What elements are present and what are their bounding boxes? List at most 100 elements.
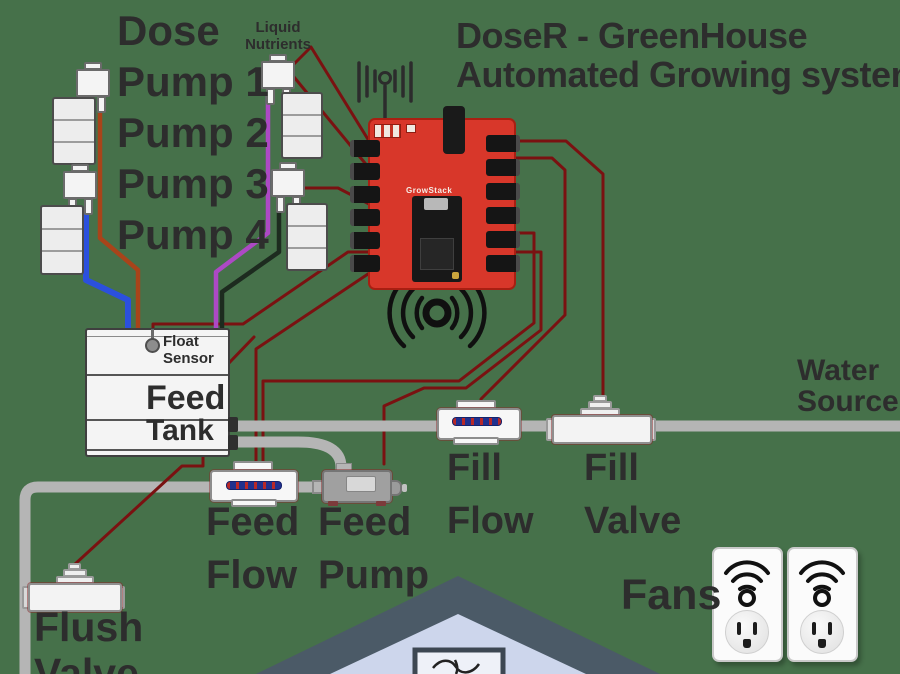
pump1-body xyxy=(52,97,96,165)
smart-plug-fan-1 xyxy=(712,547,783,662)
label-valve: Valve xyxy=(584,500,682,542)
barrel-jack-left xyxy=(350,186,380,203)
label-pump3: Pump 3 xyxy=(117,160,269,207)
barrel-jack-right xyxy=(486,159,520,176)
label-nutrients: Nutrients xyxy=(245,36,311,53)
tank-outlet-port xyxy=(228,435,238,450)
tube-blue xyxy=(83,212,131,336)
outlet-ground-hole xyxy=(743,639,751,648)
wire-float-sensor xyxy=(151,250,370,335)
label-flow: Flow xyxy=(206,553,298,597)
label-water: Water xyxy=(797,354,880,387)
label-valve: Valve xyxy=(34,650,139,674)
label-fans: Fans xyxy=(621,571,722,619)
outlet-slot xyxy=(812,622,816,635)
label-fill: Fill xyxy=(584,447,639,489)
pump1-leg xyxy=(97,96,106,113)
label-feed: Feed xyxy=(146,379,226,417)
tank-rim-line xyxy=(87,336,228,337)
outlet-slot xyxy=(753,622,757,635)
label-fill: Fill xyxy=(447,447,502,489)
tube-purple xyxy=(213,96,271,331)
feed-pump-tip xyxy=(402,484,407,492)
label-tank: Tank xyxy=(146,414,214,447)
title-line2: Automated Growing system xyxy=(456,54,900,95)
antenna-icon xyxy=(357,61,413,122)
barrel-jack-left xyxy=(350,232,380,249)
label-sensor: Sensor xyxy=(163,350,214,367)
tank-divider xyxy=(87,449,228,451)
label-liquid: Liquid xyxy=(255,19,301,36)
tube-orange xyxy=(97,102,141,336)
label-pump2: Pump 2 xyxy=(117,109,269,156)
micro-usb-port xyxy=(424,198,448,210)
pump2-body xyxy=(40,205,84,275)
outlet-slot xyxy=(737,622,741,635)
fill-flow-sensor-stripe xyxy=(452,417,502,426)
flush-valve xyxy=(28,583,122,612)
greenhouse-roof xyxy=(256,576,660,674)
feed-pump-foot xyxy=(328,501,338,506)
barrel-jack-left xyxy=(350,255,380,272)
wire-fill-valve xyxy=(514,139,605,398)
label-dose: Dose xyxy=(117,7,220,54)
label-feed: Feed xyxy=(206,500,300,544)
antenna-pad xyxy=(452,272,459,279)
barrel-jack-right xyxy=(486,183,520,200)
outlet-slot xyxy=(828,622,832,635)
barrel-jack-right xyxy=(486,207,520,224)
label-pump4: Pump 4 xyxy=(117,211,269,258)
outlet-ground-hole xyxy=(818,639,826,648)
tube-black xyxy=(219,206,282,331)
pin-header xyxy=(406,124,416,133)
tank-divider xyxy=(87,419,228,421)
pump4-body xyxy=(286,203,328,271)
fill-flow-sensor-skirt xyxy=(453,437,499,445)
title-line1: DoseR - GreenHouse xyxy=(456,15,808,56)
label-source: Source xyxy=(797,385,899,418)
label-pump1: Pump 1 xyxy=(117,58,269,105)
pump4-connector xyxy=(271,169,305,197)
fill-valve xyxy=(552,415,652,444)
wifi-chip xyxy=(420,238,454,270)
wire-feed-pump xyxy=(382,250,543,466)
wifi-icon xyxy=(724,560,770,607)
power-jack xyxy=(443,106,465,154)
barrel-jack-right xyxy=(486,231,520,248)
pump1-connector xyxy=(76,69,110,97)
signal-wires xyxy=(151,45,605,466)
dosing-tubes xyxy=(83,96,282,336)
board-silkscreen-label: GrowStack xyxy=(406,186,453,195)
barrel-jack-right xyxy=(486,135,520,152)
float-sensor-ball xyxy=(145,338,160,353)
outlet-socket xyxy=(800,610,844,654)
pump2-leg xyxy=(84,198,93,215)
wifi-icon xyxy=(799,560,845,607)
pump3-leg xyxy=(266,88,275,105)
wire-nutrient-pump3-a xyxy=(292,45,371,143)
barrel-jack-left xyxy=(350,140,380,157)
pump3-connector xyxy=(261,61,295,89)
smart-plug-fan-2 xyxy=(787,547,858,662)
feed-pump-foot xyxy=(376,501,386,506)
feed-pump-device xyxy=(322,470,392,503)
wire-feed-flow-b xyxy=(261,231,536,466)
label-flush: Flush xyxy=(34,604,144,650)
feed-flow-sensor-skirt xyxy=(231,499,277,507)
barrel-jack-right xyxy=(486,255,520,272)
feed-pump-window xyxy=(346,476,376,492)
float-sensor-stem xyxy=(151,329,154,340)
label-pump: Pump xyxy=(318,553,430,597)
pin-header xyxy=(374,124,401,138)
outlet-socket xyxy=(725,610,769,654)
